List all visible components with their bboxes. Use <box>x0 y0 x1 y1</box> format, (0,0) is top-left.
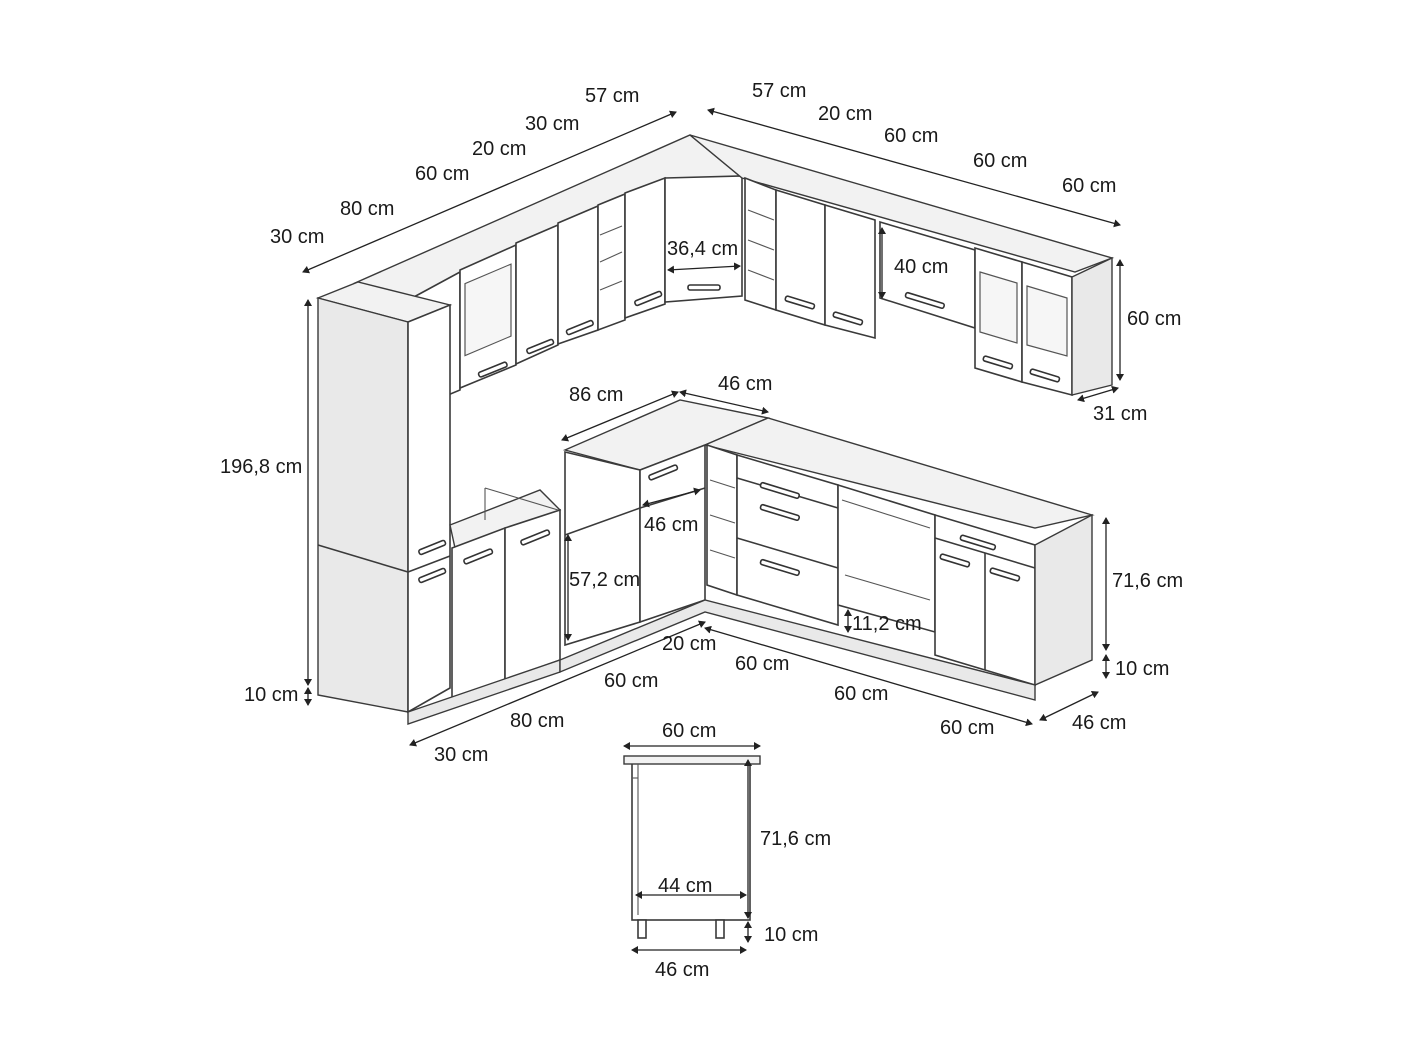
side-width-label: 60 cm <box>662 720 716 742</box>
side-depth-label: 46 cm <box>655 959 709 981</box>
upper-back-run-label: 30 cm <box>525 113 579 135</box>
base-right-run-label: 60 cm <box>834 683 888 705</box>
dimension-labels: 57 cm 30 cm 20 cm 60 cm 80 cm 30 cm 57 c… <box>220 80 1183 981</box>
base-plinth-label: 10 cm <box>1115 658 1169 680</box>
side-view-cabinet <box>623 755 761 939</box>
side-inner-depth-label: 44 cm <box>658 875 712 897</box>
upper-back-run-label: 30 cm <box>270 226 324 248</box>
base-front-run-label: 80 cm <box>510 710 564 732</box>
base-front-run-label: 30 cm <box>434 744 488 766</box>
upper-back-run-label: 60 cm <box>415 163 469 185</box>
oven-gap-label: 11,2 cm <box>852 613 922 635</box>
upper-right-run-label: 20 cm <box>818 103 872 125</box>
base-right-run-label: 60 cm <box>735 653 789 675</box>
base-front-run-label: 60 cm <box>604 670 658 692</box>
base-depth-label: 46 cm <box>1072 712 1126 734</box>
upper-height-label: 60 cm <box>1127 308 1181 330</box>
upper-right-run-label: 60 cm <box>884 125 938 147</box>
upper-corner-width-label: 36,4 cm <box>667 238 738 260</box>
upper-right-run-label: 60 cm <box>973 150 1027 172</box>
tall-plinth-label: 10 cm <box>244 684 298 706</box>
upper-right-run-label: 57 cm <box>752 80 806 102</box>
tall-height-label: 196,8 cm <box>220 456 302 478</box>
dimension-lines <box>302 107 1124 954</box>
upper-back-run-label: 20 cm <box>472 138 526 160</box>
upper-right-run-label: 60 cm <box>1062 175 1116 197</box>
hood-height-label: 40 cm <box>894 256 948 278</box>
side-plinth-label: 10 cm <box>764 924 818 946</box>
corner-drawer-depth-label: 46 cm <box>644 514 698 536</box>
upper-back-run-label: 57 cm <box>585 85 639 107</box>
tall-cabinet <box>315 281 453 714</box>
upper-back-run-label: 80 cm <box>340 198 394 220</box>
base-body-height-label: 71,6 cm <box>1112 570 1183 592</box>
corner-depth-label: 46 cm <box>718 373 772 395</box>
upper-depth-label: 31 cm <box>1093 403 1147 425</box>
corner-door-height-label: 57,2 cm <box>569 569 640 591</box>
side-height-label: 71,6 cm <box>760 828 831 850</box>
base-right-run-label: 20 cm <box>662 633 716 655</box>
corner-width-label: 86 cm <box>569 384 623 406</box>
base-right-run-label: 60 cm <box>940 717 994 739</box>
